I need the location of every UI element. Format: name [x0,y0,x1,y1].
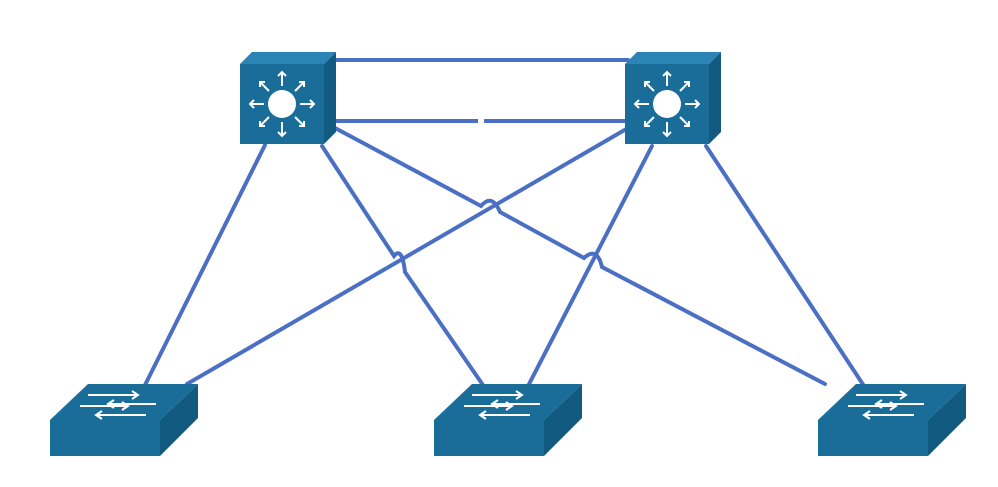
link-core-2-access-3 [704,144,868,391]
workgroup-switch-icon [49,383,199,457]
core-switch-2 [625,52,721,144]
link-core-1-access-3 [333,126,827,386]
access-switch-2 [433,383,583,457]
switch-top-face [240,52,336,64]
core-switch-1 [240,52,336,144]
switch-top-face [625,52,721,64]
access-switch-3 [817,383,967,457]
link-core-2-access-2 [525,144,654,390]
uplinks [141,126,868,391]
core-interconnect [333,58,630,124]
multilayer-switch-icon [633,70,701,138]
multilayer-switch-icon [248,70,316,138]
workgroup-switch-icon [433,383,583,457]
workgroup-switch-icon [817,383,967,457]
access-switch-1 [49,383,199,457]
switch-side-face [324,52,336,144]
switch-side-face [709,52,721,144]
link-core-1-access-1 [141,143,267,391]
link-core-1-access-2 [320,144,487,390]
link-marker [478,118,484,124]
link-core-2-access-1 [185,126,630,386]
